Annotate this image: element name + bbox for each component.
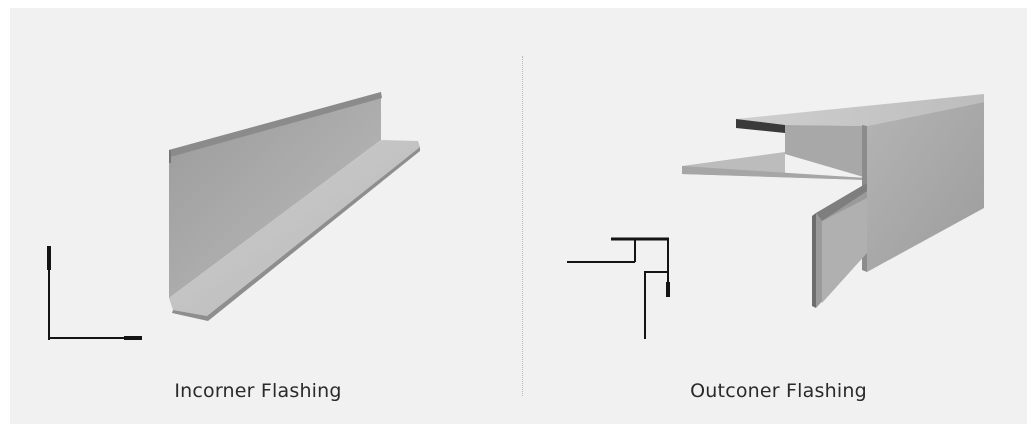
product-title-outcorner: Outconer Flashing [690,380,867,402]
product-outcorner: Outconer Flashing [522,8,1027,424]
outcorner-flashing-icon [682,94,984,308]
product-title-incorner: Incorner Flashing [174,380,342,402]
product-panel: Incorner Flashing [10,8,1027,424]
incorner-profile-icon [47,246,142,340]
outcorner-profile-diagram [567,237,670,339]
incorner-flashing-icon [169,92,420,321]
section-divider [522,56,523,396]
incorner-profile-diagram [47,246,142,340]
product-incorner: Incorner Flashing [10,8,522,424]
outcorner-profile-icon [567,237,670,339]
